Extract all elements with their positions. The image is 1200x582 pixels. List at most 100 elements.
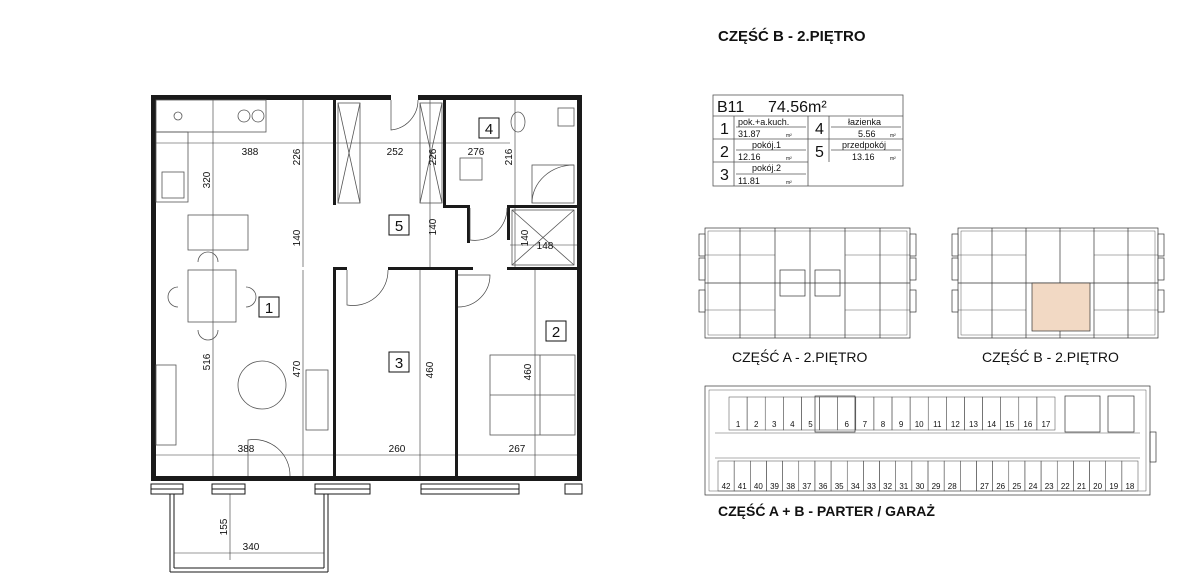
dim-260: 260 [389,444,406,455]
table-room-no-5: 5 [815,144,824,161]
dimension-lines [156,100,577,560]
garage-bottom-space-number: 35 [835,482,844,491]
apartment-floor-plan: 1 2 3 4 5 388 226 252 226 276 216 320 14… [150,95,583,573]
room-number-boxes [258,117,567,373]
dim-252: 252 [387,147,404,158]
sheet-title: CZĘŚĆ B - 2.PIĘTRO [718,27,866,45]
garage-label: CZĘŚĆ A + B - PARTER / GARAŻ [718,502,935,519]
garage-top-space-cell [819,396,838,431]
dim-140-b: 140 [428,218,439,235]
table-room-name-3: pokój.2 [752,163,781,173]
garage-bottom-space-number: 42 [722,482,731,491]
dim-470: 470 [292,360,303,377]
garage-top-space-cell [1036,396,1056,431]
room-area-table: B11 74.56m² 1 pok.+a.kuch. 31.87 m² 2 po… [712,94,904,187]
garage-bottom-space-number: 28 [948,482,957,491]
garage-bottom-space-number: 40 [754,482,763,491]
room-label-5: 5 [395,218,403,235]
keyplan-b-apartment-highlight [1031,282,1091,332]
dim-140-a: 140 [292,229,303,246]
garage-top-space-number: 6 [844,420,849,429]
garage-top-space-number: 1 [736,420,741,429]
garage-top-space-number: 15 [1005,420,1014,429]
dim-340: 340 [243,542,260,553]
apartment-area: 74.56m² [768,99,827,116]
garage-top-space-number: 16 [1023,420,1032,429]
garage-bottom-space-number: 38 [786,482,795,491]
garage-bottom-space-cell [960,460,977,492]
garage-bottom-space-number: 34 [851,482,860,491]
garage-top-space-number: 3 [772,420,777,429]
keyplan-part-a [698,227,917,339]
dim-155: 155 [219,518,230,535]
garage-top-space-number: 4 [790,420,795,429]
garage-bottom-space-number: 23 [1045,482,1054,491]
kitchen-counter [155,99,267,251]
dim-276: 276 [468,147,485,158]
table-room-no-4: 4 [815,121,824,138]
cabinet-left [155,364,177,446]
dim-320: 320 [202,171,213,188]
garage-top-space-number: 17 [1041,420,1050,429]
dim-388-bottom: 388 [238,444,255,455]
apartment-id: B11 [717,99,744,116]
room-label-2: 2 [552,324,560,341]
garage-top-space-number: 11 [933,420,942,429]
garage-bottom-space-cell [1121,460,1139,492]
dim-460-a: 460 [425,361,436,378]
table-room-area-1: 31.87 [738,129,761,139]
garage-top-space-number: 7 [863,420,868,429]
table-room-no-1: 1 [720,121,729,138]
room-label-3: 3 [395,355,403,372]
table-room-unit-2: m² [786,156,792,162]
garage-top-space-number: 2 [754,420,759,429]
garage-bottom-space-number: 37 [802,482,811,491]
garage-bottom-space-number: 32 [883,482,892,491]
dim-216: 216 [504,148,515,165]
table-room-unit-5: m² [890,156,896,162]
dim-140-c: 140 [520,229,531,246]
garage-top-space-number: 13 [969,420,978,429]
table-room-no-2: 2 [720,144,729,161]
garage-top-space-number: 5 [808,420,813,429]
garage-bottom-space-number: 27 [980,482,989,491]
garage-top-space-number: 10 [915,420,924,429]
wardrobes [337,102,575,266]
doors [247,99,508,477]
inner-walls [333,100,577,476]
garage-bottom-space-number: 41 [738,482,747,491]
garage-bottom-space-number: 19 [1109,482,1118,491]
table-room-area-4: 5.56 [858,129,876,139]
dim-226-b: 226 [428,148,439,165]
room-label-1: 1 [265,300,273,317]
room-label-4: 4 [485,121,493,138]
garage-bottom-space-number: 24 [1029,482,1038,491]
balcony [169,494,329,573]
keyplan-a-label: CZĘŚĆ A - 2.PIĘTRO [732,348,867,365]
table-room-unit-3: m² [786,180,792,186]
table-room-area-5: 13.16 [852,152,875,162]
garage-bottom-space-number: 30 [915,482,924,491]
garage-top-space-number: 8 [881,420,886,429]
table-room-area-3: 11.81 [738,176,760,186]
table-room-name-4: łazienka [848,117,881,127]
keyplan-part-b [951,227,1165,339]
dim-388-top: 388 [242,147,259,158]
table-room-unit-4: m² [890,133,896,139]
table-room-name-5: przedpokój [842,140,886,150]
table-room-name-1: pok.+a.kuch. [738,117,789,127]
garage-bottom-space-number: 25 [1012,482,1021,491]
garage-bottom-space-number: 29 [932,482,941,491]
dim-516: 516 [202,353,213,370]
bed [489,354,576,436]
garage-plan [704,385,1157,496]
dim-460-b: 460 [523,363,534,380]
garage-bottom-space-number: 22 [1061,482,1070,491]
garage-bottom-space-number: 31 [899,482,908,491]
garage-bottom-space-number: 26 [996,482,1005,491]
garage-bottom-space-number: 33 [867,482,876,491]
dim-226-a: 226 [292,148,303,165]
